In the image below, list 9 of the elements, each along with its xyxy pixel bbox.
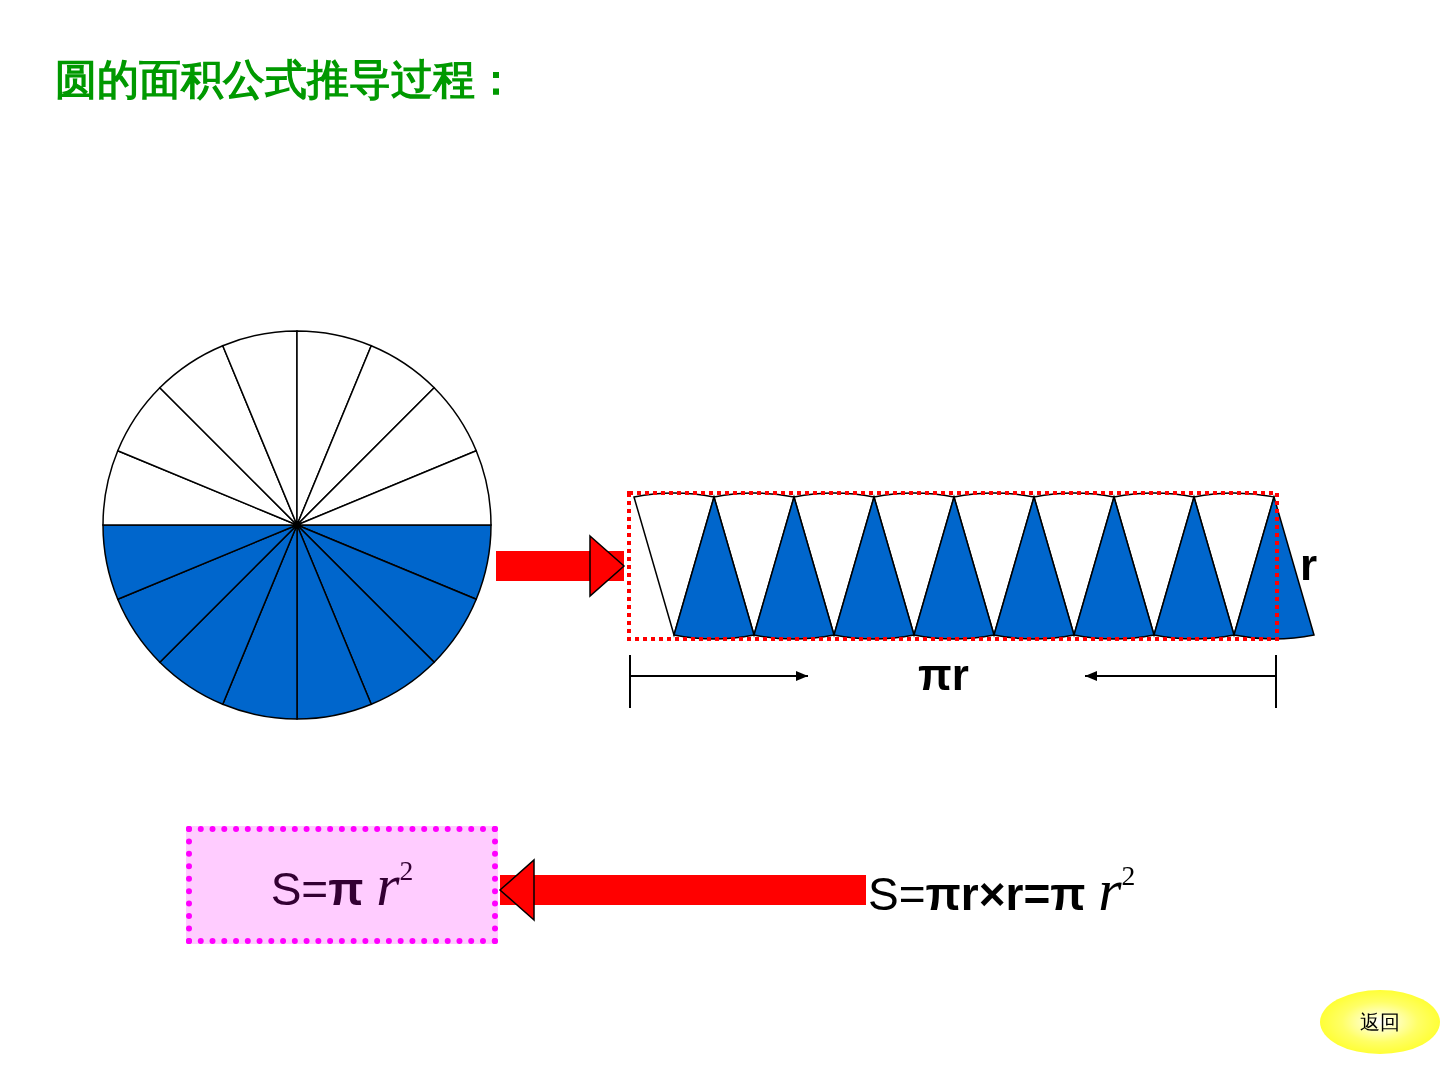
dimension-label: r — [1300, 540, 1318, 590]
arrow — [496, 535, 625, 597]
circle-drawing — [100, 328, 494, 722]
arrow — [499, 859, 866, 921]
dimension-label: πr — [918, 650, 969, 700]
formula-box: S=π r$^{2}$ — [186, 826, 498, 944]
formula: S=πr×r=π r$^{2}$ — [868, 850, 1228, 930]
back-button: 返回 — [1320, 990, 1440, 1054]
title: 圆的面积公式推导过程： — [55, 55, 517, 105]
